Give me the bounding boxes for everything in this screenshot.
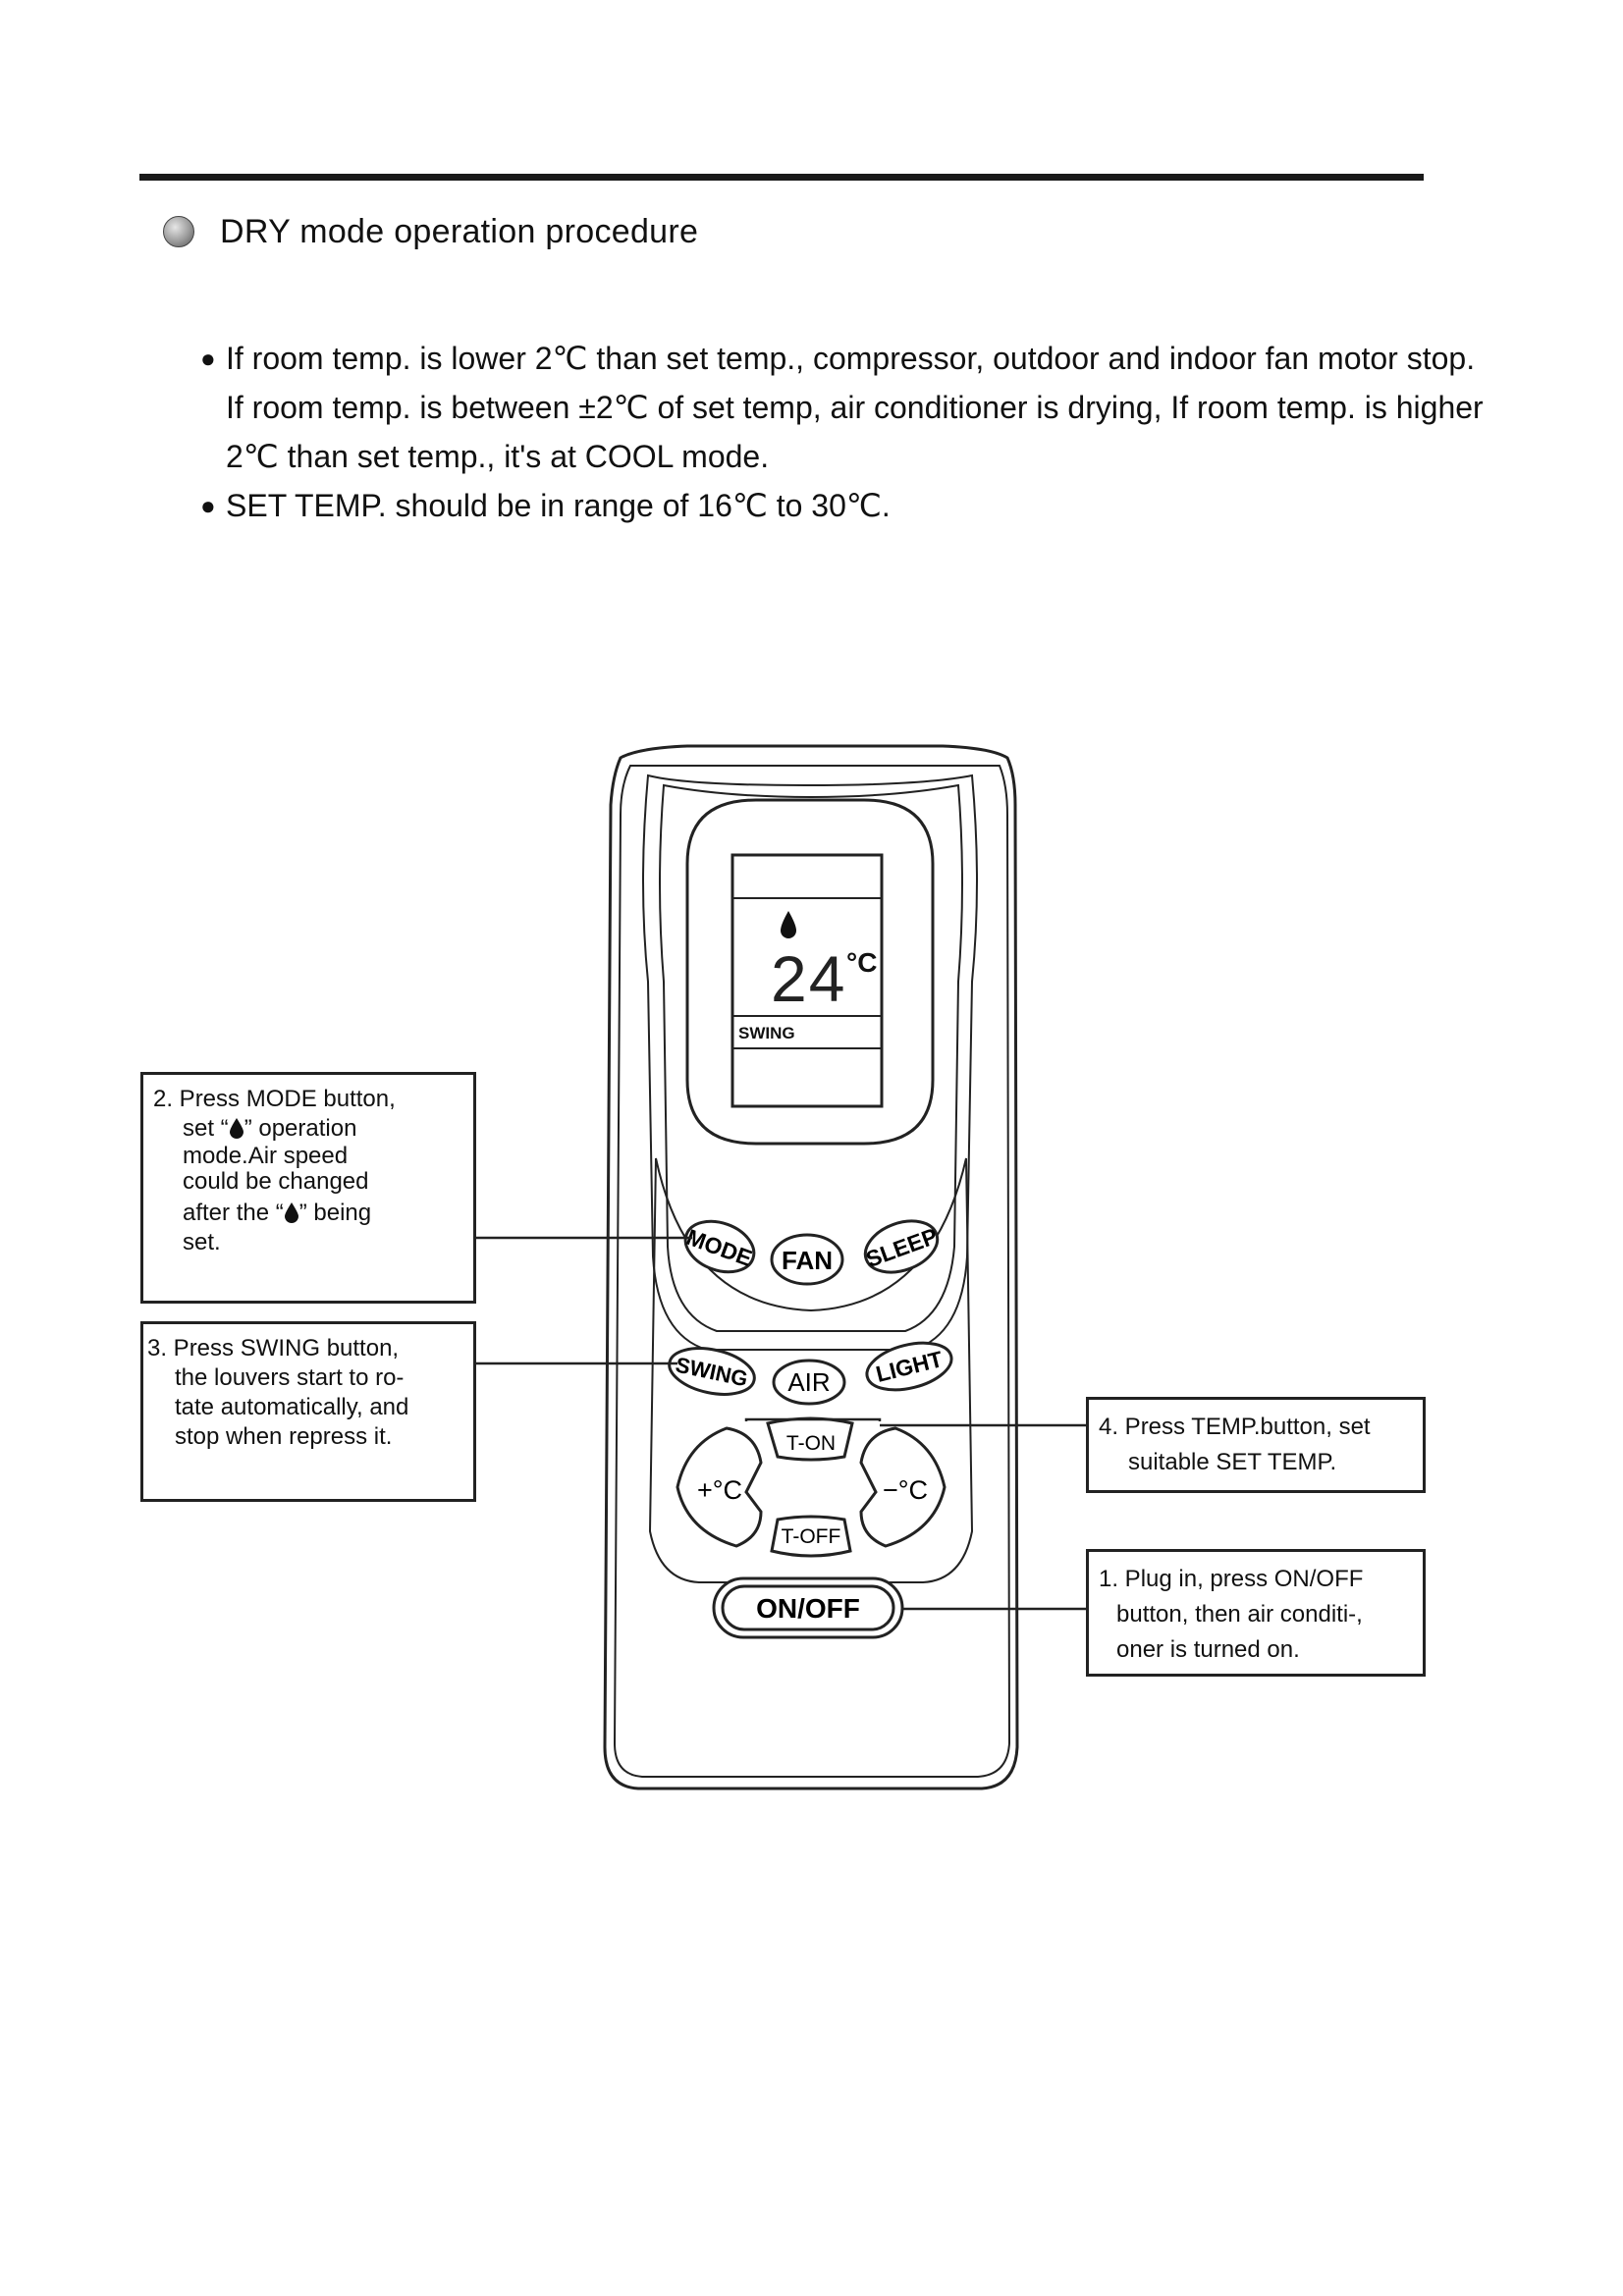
callout-text: oner is turned on. bbox=[1116, 1636, 1300, 1663]
callout-text: the louvers start to ro- bbox=[175, 1364, 405, 1391]
callout-text-part: after the “ bbox=[183, 1200, 284, 1226]
drop-icon bbox=[284, 1202, 298, 1223]
svg-text:−°C: −°C bbox=[883, 1475, 928, 1505]
onoff-callout: 1. Plug in, press ON/OFF button, then ai… bbox=[1086, 1549, 1426, 1677]
display-swing-label: SWING bbox=[738, 1024, 795, 1042]
callout-text-part: ” operation bbox=[243, 1115, 357, 1142]
notes-list: ● If room temp. is lower 2℃ than set tem… bbox=[200, 334, 1496, 530]
callout-text: after the “ ” being bbox=[153, 1199, 465, 1228]
light-button[interactable]: LIGHT bbox=[862, 1335, 956, 1398]
callout-text-part: ” being bbox=[298, 1200, 372, 1226]
mode-button[interactable]: MODE bbox=[678, 1212, 761, 1281]
svg-text:FAN: FAN bbox=[782, 1246, 833, 1275]
svg-text:AIR: AIR bbox=[787, 1367, 830, 1397]
svg-text:ON/OFF: ON/OFF bbox=[756, 1593, 860, 1624]
note-item: ● SET TEMP. should be in range of 16℃ to… bbox=[200, 481, 1496, 530]
callout-text: 1. Plug in, press ON/OFF bbox=[1099, 1566, 1364, 1592]
callout-text: could be changed bbox=[183, 1168, 369, 1195]
air-button[interactable]: AIR bbox=[772, 1359, 846, 1406]
drop-icon bbox=[229, 1118, 243, 1139]
sleep-button[interactable]: SLEEP bbox=[858, 1211, 945, 1281]
note-text: If room temp. is lower 2℃ than set temp.… bbox=[226, 341, 1484, 474]
temp-callout: 4. Press TEMP.button, set suitable SET T… bbox=[1086, 1397, 1426, 1493]
leader-lines bbox=[475, 1236, 1088, 1611]
temp-down-button[interactable]: −°C bbox=[859, 1426, 947, 1548]
callout-text: 2. Press MODE button, bbox=[153, 1086, 396, 1112]
t-off-button[interactable]: T-OFF bbox=[770, 1515, 852, 1558]
callout-text: set “ ” operation bbox=[153, 1114, 465, 1144]
swing-callout: 3. Press SWING button, the louvers start… bbox=[140, 1321, 476, 1502]
callout-text: suitable SET TEMP. bbox=[1128, 1449, 1337, 1475]
bullet-dot-icon: ● bbox=[200, 344, 216, 373]
t-on-button[interactable]: T-ON bbox=[766, 1416, 854, 1462]
svg-text:+°C: +°C bbox=[697, 1475, 742, 1505]
callout-text: button, then air conditi-, bbox=[1116, 1601, 1363, 1628]
section-bullet-icon bbox=[163, 216, 194, 247]
note-text: SET TEMP. should be in range of 16℃ to 3… bbox=[226, 488, 891, 523]
callout-text: 4. Press TEMP.button, set bbox=[1099, 1414, 1371, 1440]
display-unit: °C bbox=[846, 947, 877, 978]
header-rule bbox=[139, 174, 1424, 181]
callout-text: mode.Air speed bbox=[183, 1143, 349, 1169]
display-temperature: 24 bbox=[771, 942, 846, 1015]
callout-text: tate automatically, and bbox=[175, 1394, 409, 1420]
on-off-button[interactable]: ON/OFF bbox=[712, 1576, 904, 1639]
swing-button[interactable]: SWING bbox=[665, 1341, 758, 1401]
callout-text: set. bbox=[183, 1229, 221, 1255]
mode-callout: 2. Press MODE button, set “ ” operation m… bbox=[140, 1072, 476, 1304]
bullet-dot-icon: ● bbox=[200, 491, 216, 520]
section-heading: DRY mode operation procedure bbox=[163, 210, 698, 253]
svg-text:T-OFF: T-OFF bbox=[782, 1525, 841, 1548]
fan-button[interactable]: FAN bbox=[770, 1233, 844, 1286]
callout-text: 3. Press SWING button, bbox=[147, 1335, 400, 1362]
callout-text: stop when repress it. bbox=[175, 1423, 393, 1450]
temp-up-button[interactable]: +°C bbox=[676, 1426, 763, 1548]
callout-text-part: set “ bbox=[183, 1115, 229, 1142]
note-item: ● If room temp. is lower 2℃ than set tem… bbox=[200, 334, 1496, 481]
svg-text:T-ON: T-ON bbox=[786, 1432, 836, 1455]
section-title: DRY mode operation procedure bbox=[220, 212, 699, 250]
drop-icon bbox=[781, 911, 796, 938]
